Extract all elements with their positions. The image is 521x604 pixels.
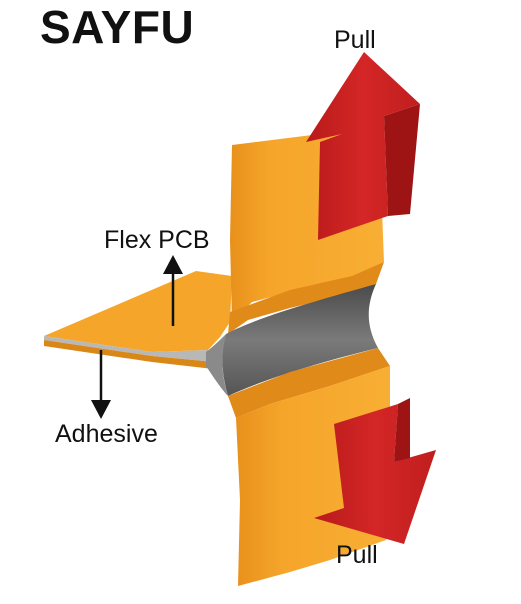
arrow-up-icon bbox=[163, 255, 183, 326]
pull-arrow-down-icon bbox=[314, 404, 436, 544]
flex-strip-front-edge bbox=[44, 340, 222, 370]
pull-arrow-down-shade bbox=[394, 398, 410, 462]
pull-label-top: Pull bbox=[334, 26, 376, 54]
upper-flex-band bbox=[228, 262, 384, 334]
lower-flex-band bbox=[228, 348, 390, 418]
arrow-down-icon bbox=[91, 350, 111, 419]
adhesive-layer-edge bbox=[44, 336, 214, 362]
pull-label-bottom: Pull bbox=[336, 541, 378, 569]
adhesive-gap bbox=[222, 284, 378, 396]
flex-strip-top-face bbox=[44, 271, 232, 352]
pull-arrow-up-icon bbox=[306, 52, 420, 240]
horizontal-flex-strip bbox=[44, 271, 232, 370]
pull-arrow-up-shade bbox=[384, 104, 420, 216]
adhesive-label: Adhesive bbox=[55, 420, 158, 448]
flex-pcb-label: Flex PCB bbox=[104, 226, 210, 254]
adhesive-fillet bbox=[206, 334, 228, 396]
brand-logo: SAYFU bbox=[40, 1, 195, 53]
